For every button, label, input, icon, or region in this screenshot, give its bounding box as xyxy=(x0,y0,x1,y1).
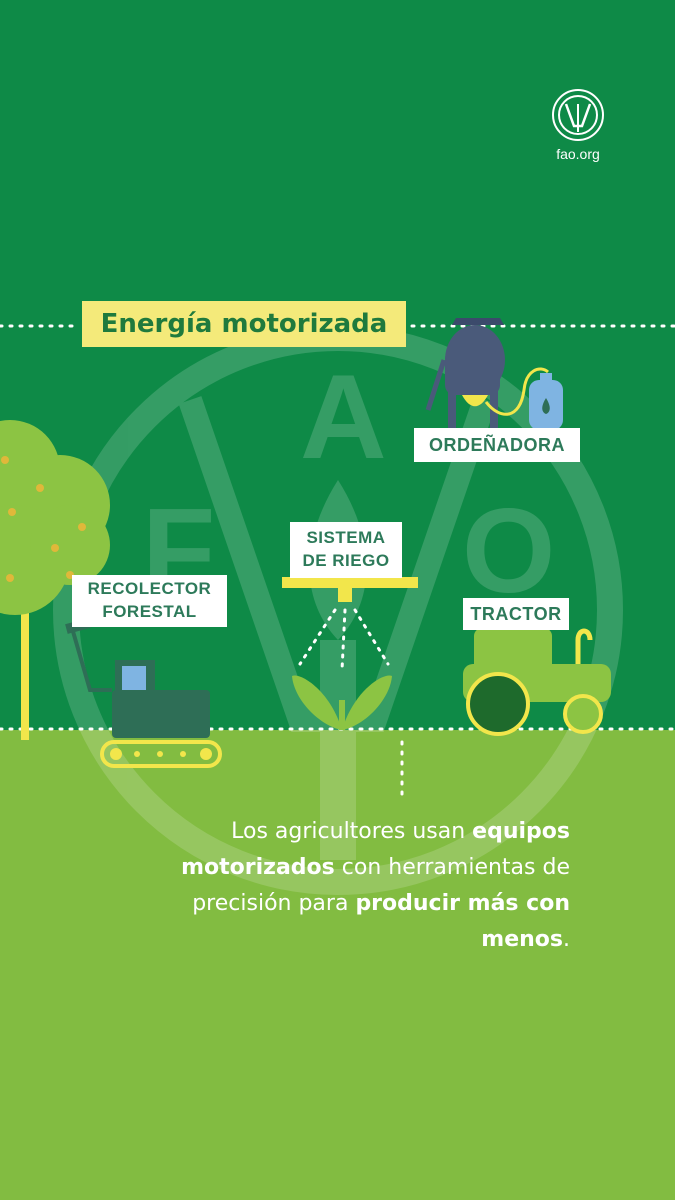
fao-logo xyxy=(552,89,604,141)
label-forest-line1: RECOLECTOR xyxy=(87,579,212,598)
body-text-3: . xyxy=(563,927,570,952)
tractor xyxy=(463,628,611,736)
body-bold-2: producir más con menos xyxy=(355,891,570,952)
label-tractor-text: TRACTOR xyxy=(470,604,562,624)
milking-machine xyxy=(425,318,563,432)
body-text-1: Los agricultores usan xyxy=(231,819,473,844)
label-forest-line2: FORESTAL xyxy=(102,602,197,621)
label-tractor: TRACTOR xyxy=(463,598,569,630)
label-irrigation: SISTEMA DE RIEGO xyxy=(290,522,402,578)
body-text-2: con herramientas de precisión para xyxy=(192,855,570,916)
page-title: Energía motorizada xyxy=(82,301,406,347)
label-irrigation-line2: DE RIEGO xyxy=(302,551,390,570)
body-paragraph: Los agricultores usan equipos motorizado… xyxy=(150,814,570,958)
label-forest-harvester: RECOLECTOR FORESTAL xyxy=(72,575,227,627)
label-milking-machine: ORDEÑADORA xyxy=(414,428,580,462)
irrigation-system xyxy=(282,577,418,730)
tree xyxy=(0,420,110,740)
body-bold-1: equipos motorizados xyxy=(181,819,570,880)
label-irrigation-line1: SISTEMA xyxy=(306,528,386,547)
watermark-letter-o: O xyxy=(462,484,555,618)
watermark-stalk xyxy=(320,640,356,860)
label-milking-text: ORDEÑADORA xyxy=(428,435,565,455)
watermark-letter-a: A xyxy=(300,350,387,484)
ground-background xyxy=(0,730,675,1200)
fao-url: fao.org xyxy=(556,146,600,162)
